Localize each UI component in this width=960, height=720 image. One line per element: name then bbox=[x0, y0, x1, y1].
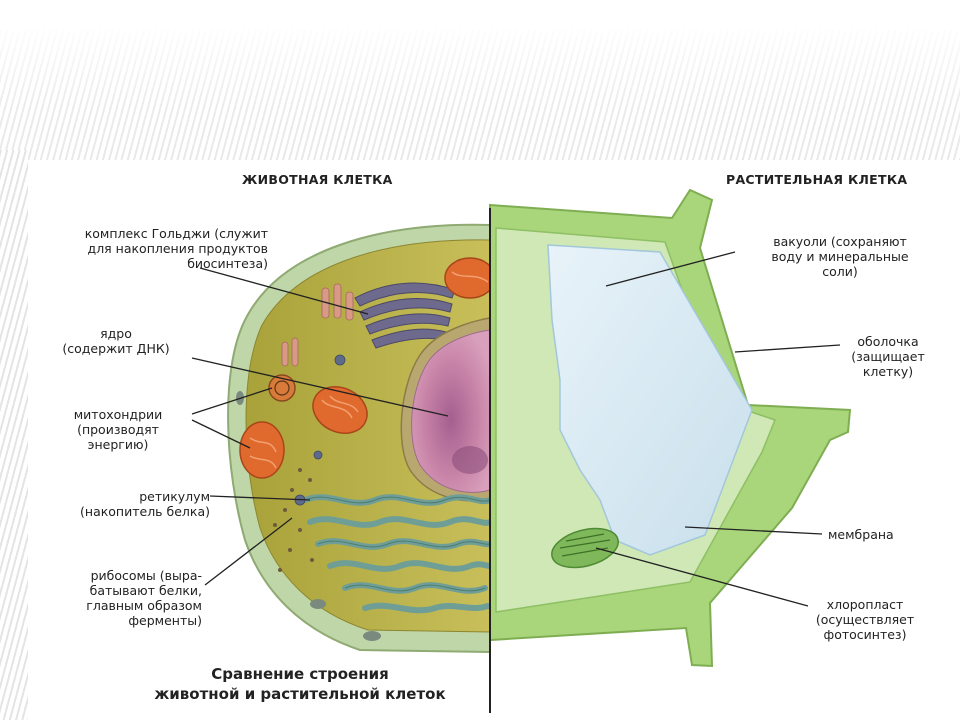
animal-cell-title: ЖИВОТНАЯ КЛЕТКА bbox=[242, 172, 393, 187]
plant-vacuole bbox=[547, 244, 753, 556]
label-golgi: комплекс Гольджи (служит для накопления … bbox=[84, 226, 268, 271]
diagram-caption: Сравнение строения животной и растительн… bbox=[154, 665, 446, 703]
chloroplast-shape bbox=[551, 527, 619, 569]
golgi-shape bbox=[354, 282, 456, 349]
plant-cell bbox=[489, 188, 852, 668]
label-ribosomes: рибосомы (выра- батывают белки, главным … bbox=[86, 568, 202, 628]
animal-cell bbox=[227, 223, 491, 654]
label-mitochondria: митохондрии (производят энергию) bbox=[73, 407, 163, 452]
nucleus-shape bbox=[400, 317, 490, 502]
label-nucleus: ядро (содержит ДНК) bbox=[62, 326, 170, 356]
leader-lines bbox=[191, 251, 841, 607]
mitochondria-shape bbox=[239, 257, 490, 479]
label-vacuoles: вакуоли (сохраняют воду и минеральные со… bbox=[771, 234, 909, 279]
label-cell-wall: оболочка (защищает клетку) bbox=[851, 334, 925, 379]
left-stripes bbox=[0, 150, 28, 720]
plant-cell-title: РАСТИТЕЛЬНАЯ КЛЕТКА bbox=[726, 172, 908, 187]
label-chloroplast: хлоропласт (осуществляет фотосинтез) bbox=[815, 597, 915, 642]
label-membrane: мембрана bbox=[828, 527, 894, 542]
label-reticulum: ретикулум (накопитель белка) bbox=[80, 489, 210, 519]
background-stripes-fade bbox=[0, 30, 960, 160]
